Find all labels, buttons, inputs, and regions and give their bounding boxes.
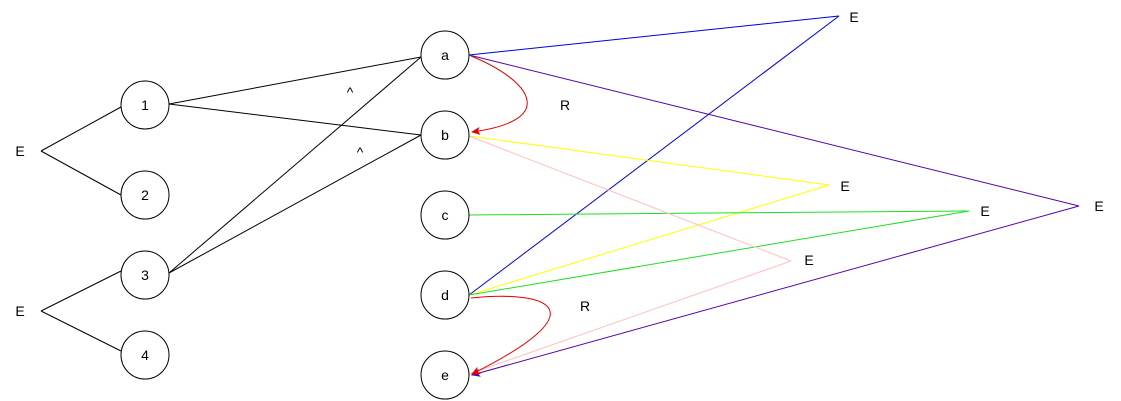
edge-green-c bbox=[468, 210, 970, 216]
branch-label-top: E bbox=[15, 143, 24, 159]
node-e[interactable]: e bbox=[420, 350, 470, 400]
node-4[interactable]: 4 bbox=[120, 330, 170, 380]
wedge-label-lower: ^ bbox=[357, 144, 364, 160]
node-c-label: c bbox=[442, 207, 449, 223]
e-label-green: E bbox=[980, 203, 989, 219]
edge-3-b bbox=[168, 134, 422, 274]
e-label-pink: E bbox=[804, 252, 813, 268]
edge-1-b bbox=[168, 103, 422, 136]
relation-label-d-e: R bbox=[580, 298, 590, 314]
node-a-circle bbox=[420, 30, 470, 80]
edge-green-d bbox=[468, 210, 970, 296]
node-2-label: 2 bbox=[141, 187, 149, 203]
edge-pink-b bbox=[468, 135, 792, 262]
edge-purple-a bbox=[468, 54, 1080, 207]
node-3-circle bbox=[120, 250, 170, 300]
edge-1-a bbox=[168, 56, 422, 105]
node-b-circle bbox=[420, 110, 470, 160]
e-label-purple: E bbox=[1094, 198, 1103, 214]
node-1-label: 1 bbox=[141, 97, 149, 113]
relation-arrow-a-b bbox=[470, 55, 528, 135]
e-label-blue: E bbox=[849, 9, 858, 25]
node-b-label: b bbox=[441, 127, 449, 143]
branch-label-bottom: E bbox=[15, 303, 24, 319]
node-a[interactable]: a bbox=[420, 30, 470, 80]
node-a-label: a bbox=[441, 47, 449, 63]
node-e-label: e bbox=[441, 367, 449, 383]
relation-arrow-d-e bbox=[470, 295, 551, 375]
node-1-circle bbox=[120, 80, 170, 130]
node-2[interactable]: 2 bbox=[120, 170, 170, 220]
node-c[interactable]: c bbox=[420, 190, 470, 240]
relation-label-a-b: R bbox=[560, 97, 570, 113]
node-1[interactable]: 1 bbox=[120, 80, 170, 130]
edge-pink-e bbox=[468, 260, 792, 375]
node-4-circle bbox=[120, 330, 170, 380]
node-3[interactable]: 3 bbox=[120, 250, 170, 300]
node-d[interactable]: d bbox=[420, 270, 470, 320]
branch-line-bottom-to-3 bbox=[40, 270, 122, 312]
node-d-label: d bbox=[441, 287, 449, 303]
edge-purple-e bbox=[471, 205, 1080, 377]
node-2-circle bbox=[120, 170, 170, 220]
edge-3-a bbox=[168, 56, 422, 274]
branch-line-top-to-2 bbox=[40, 150, 122, 196]
node-d-circle bbox=[420, 270, 470, 320]
node-b[interactable]: b bbox=[420, 110, 470, 160]
wedge-label-upper: ^ bbox=[347, 84, 354, 100]
branch-line-top-to-1 bbox=[40, 106, 122, 152]
node-4-label: 4 bbox=[141, 347, 149, 363]
node-e-circle bbox=[420, 350, 470, 400]
node-c-circle bbox=[420, 190, 470, 240]
node-3-label: 3 bbox=[141, 267, 149, 283]
edge-blue-a bbox=[468, 15, 840, 56]
edge-blue-d bbox=[468, 15, 840, 296]
edge-yellow-d bbox=[468, 184, 830, 296]
e-label-yellow: E bbox=[840, 178, 849, 194]
branch-line-bottom-to-4 bbox=[40, 310, 122, 352]
edge-yellow-b bbox=[468, 135, 830, 186]
